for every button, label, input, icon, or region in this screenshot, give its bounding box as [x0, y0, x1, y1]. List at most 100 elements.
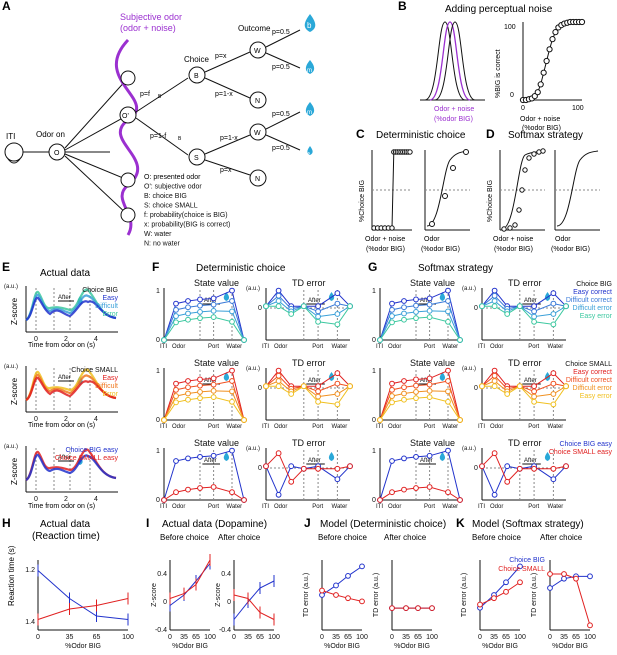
- panel-d: D Softmax strategy %Choice BIG Odor + no…: [486, 127, 600, 253]
- g-plots-sv-pt-1-2-1: [389, 393, 395, 399]
- g-plots-td-pt-1-3-0: [479, 383, 485, 390]
- f-plots-xl-iti-1-0: ITI: [160, 424, 167, 430]
- k-legend-0: Choice BIG: [509, 557, 545, 564]
- f-plots-sv-pt-2-1-1: [173, 489, 179, 496]
- g-plots-legend-0-2: Difficult correct: [566, 297, 612, 304]
- f-plots-td-ytick0-1: 0: [258, 385, 262, 392]
- g-plots-td-pt-2-0-1: [491, 491, 498, 498]
- b-curve-line: [523, 21, 582, 101]
- d-right-x1: Odor: [555, 236, 571, 243]
- f-plots-td-pt-1-0-5: [334, 370, 341, 377]
- g-plots-td-pt-0-0-4: [531, 303, 537, 310]
- water-drop-medium2-icon: [305, 102, 315, 116]
- legend-a-2: B: choice BIG: [144, 193, 187, 200]
- f-plots-sv-ytick1-0: 1: [156, 288, 160, 295]
- g-plots-td-pt-1-3-3: [516, 383, 523, 390]
- chart-K-before-pt-1-1: [491, 595, 497, 602]
- f-plots-sv-pt-1-1-4: [210, 381, 217, 388]
- g-plots-legend-0-1: Easy correct: [573, 289, 612, 296]
- edge-pfb: p=f: [140, 91, 150, 98]
- chart-I-before-ytick-1: 0: [163, 599, 167, 606]
- f-plots-sv-pt-1-3-1: [173, 399, 179, 406]
- g-plots-sv-pt-1-0-4: [426, 375, 433, 382]
- g-plots-legend-1-3: Difficult error: [572, 385, 612, 392]
- chart-I-before-xlabel: %Odor BIG: [172, 643, 208, 650]
- g-plots-sv-pt-0-0-2: [401, 298, 407, 304]
- e-ylabel-1: Z-score: [10, 297, 19, 325]
- d-point-1: [507, 225, 513, 231]
- chart-H-xtick-1: 35: [66, 634, 74, 641]
- g-plots-sv-pt-1-3-1: [389, 399, 395, 406]
- chart-K-after-ylabel: TD error (a.u.): [531, 573, 538, 617]
- chart-H-xtick-2: 65: [93, 634, 101, 641]
- f-plots-xl-iti-2-0: ITI: [160, 504, 167, 510]
- c-left-x1: Odor + noise: [365, 236, 405, 243]
- g-plots-sv-pt-0-3-2: [401, 316, 407, 323]
- f-plots-td-pt-0-0-1: [275, 287, 282, 294]
- g-plots-sv-title-2: State value: [410, 438, 455, 448]
- f-plots-td-pt-1-0-1: [275, 367, 282, 374]
- chart-J-before-ylabel: TD error (a.u.): [303, 573, 310, 617]
- f-plots-drop-icon-0-0: [223, 292, 230, 301]
- panel-label-j: J: [304, 516, 311, 530]
- chart-J-before-pt-1-2: [345, 595, 351, 602]
- chart-J-before-xtick-2: 65: [344, 634, 352, 641]
- chart-J-after-xtick-1: 35: [402, 634, 410, 641]
- f-plots-sv-pt-0-0-1: [173, 300, 179, 307]
- g-plots-td-pt-0-0-5: [550, 290, 557, 297]
- c-right-x1: Odor: [424, 236, 440, 243]
- e-legend-1-1: Easy: [102, 375, 118, 382]
- f-plots-td-pt-2-1-6: [347, 463, 353, 470]
- chart-K-before-series-1: [479, 581, 521, 606]
- g-plots-td-ytick0-1: 0: [474, 385, 478, 392]
- g-plots-sv-pt-0-1-4: [426, 301, 433, 308]
- g-plots-sv-pt-1-3-5: [445, 398, 451, 405]
- e-xtick-0-1: 2: [64, 336, 68, 343]
- f-plots-sv-pt-0-2-4: [210, 307, 217, 314]
- f-plots-td-pt-0-3-2: [288, 311, 295, 317]
- f-plots-sv-pt-0-3-4: [210, 314, 217, 321]
- panel-e-title: Actual data: [40, 268, 90, 279]
- b-psychometric-points: [519, 18, 586, 104]
- edge-b-n: [204, 77, 251, 99]
- g-plots-td-pt-0-0-1: [491, 287, 498, 294]
- subjective-odor-curve: [114, 38, 140, 236]
- g-plots-td-ytick0-2: 0: [474, 465, 478, 472]
- chart-I-before-xtick-3: 100: [204, 634, 216, 641]
- f-plots-td-pt-0-1-4: [315, 308, 321, 315]
- f-plots-sv-pt-1-2-5: [229, 388, 235, 395]
- chart-K-after-xtick-1: 35: [560, 634, 568, 641]
- edge-p05-2: p=0.5: [272, 64, 290, 71]
- g-plots-td-pt-0-3-4: [531, 318, 537, 325]
- g-plots-sv-title-1: State value: [410, 358, 455, 368]
- chart-J-before-xlabel: %Odor BIG: [324, 643, 360, 650]
- e-xtick-1-0: 0: [34, 416, 38, 423]
- f-plots-sv-pt-0-2-5: [229, 308, 235, 315]
- f-plots-sv-pt-2-1-2: [185, 486, 191, 493]
- g-plots-xl-port-1-0: Port: [424, 424, 435, 430]
- c-right-pt-4: [463, 149, 469, 155]
- g-plots-td-ytick0-0: 0: [474, 305, 478, 312]
- e-trace-0-1: [25, 293, 117, 322]
- panel-label-d: D: [486, 127, 495, 141]
- node-lower: [120, 172, 136, 188]
- e-trace-1-0: [25, 368, 117, 402]
- d-ylabel: %Choice BIG: [487, 180, 494, 222]
- f-plots-td-pt-0-3-6: [347, 303, 353, 310]
- chart-J-before-pt-1-0: [319, 587, 325, 594]
- node-w-upper: [249, 41, 267, 59]
- f-plots-xl-odor-0-1: Odor: [274, 344, 287, 350]
- g-plots-sv-pt-0-0-1: [389, 300, 395, 307]
- water-drop-small-icon: [307, 146, 313, 155]
- chart-I-after-series-0: [233, 580, 275, 620]
- chart-J-after-pt-1-2: [415, 605, 421, 612]
- f-plots-after-2-0: After: [204, 458, 217, 464]
- f-plots-sv-pt-0-3-6: [241, 337, 247, 343]
- f-plots-sv-pt-1-3-0: [161, 417, 167, 423]
- panel-d-title: Softmax strategy: [508, 130, 583, 141]
- f-plots-td-pt-0-1-1: [275, 292, 282, 299]
- g-plots-xl-water-1-0: Water: [442, 424, 458, 430]
- g-plots-xl-odor-0-1: Odor: [490, 344, 503, 350]
